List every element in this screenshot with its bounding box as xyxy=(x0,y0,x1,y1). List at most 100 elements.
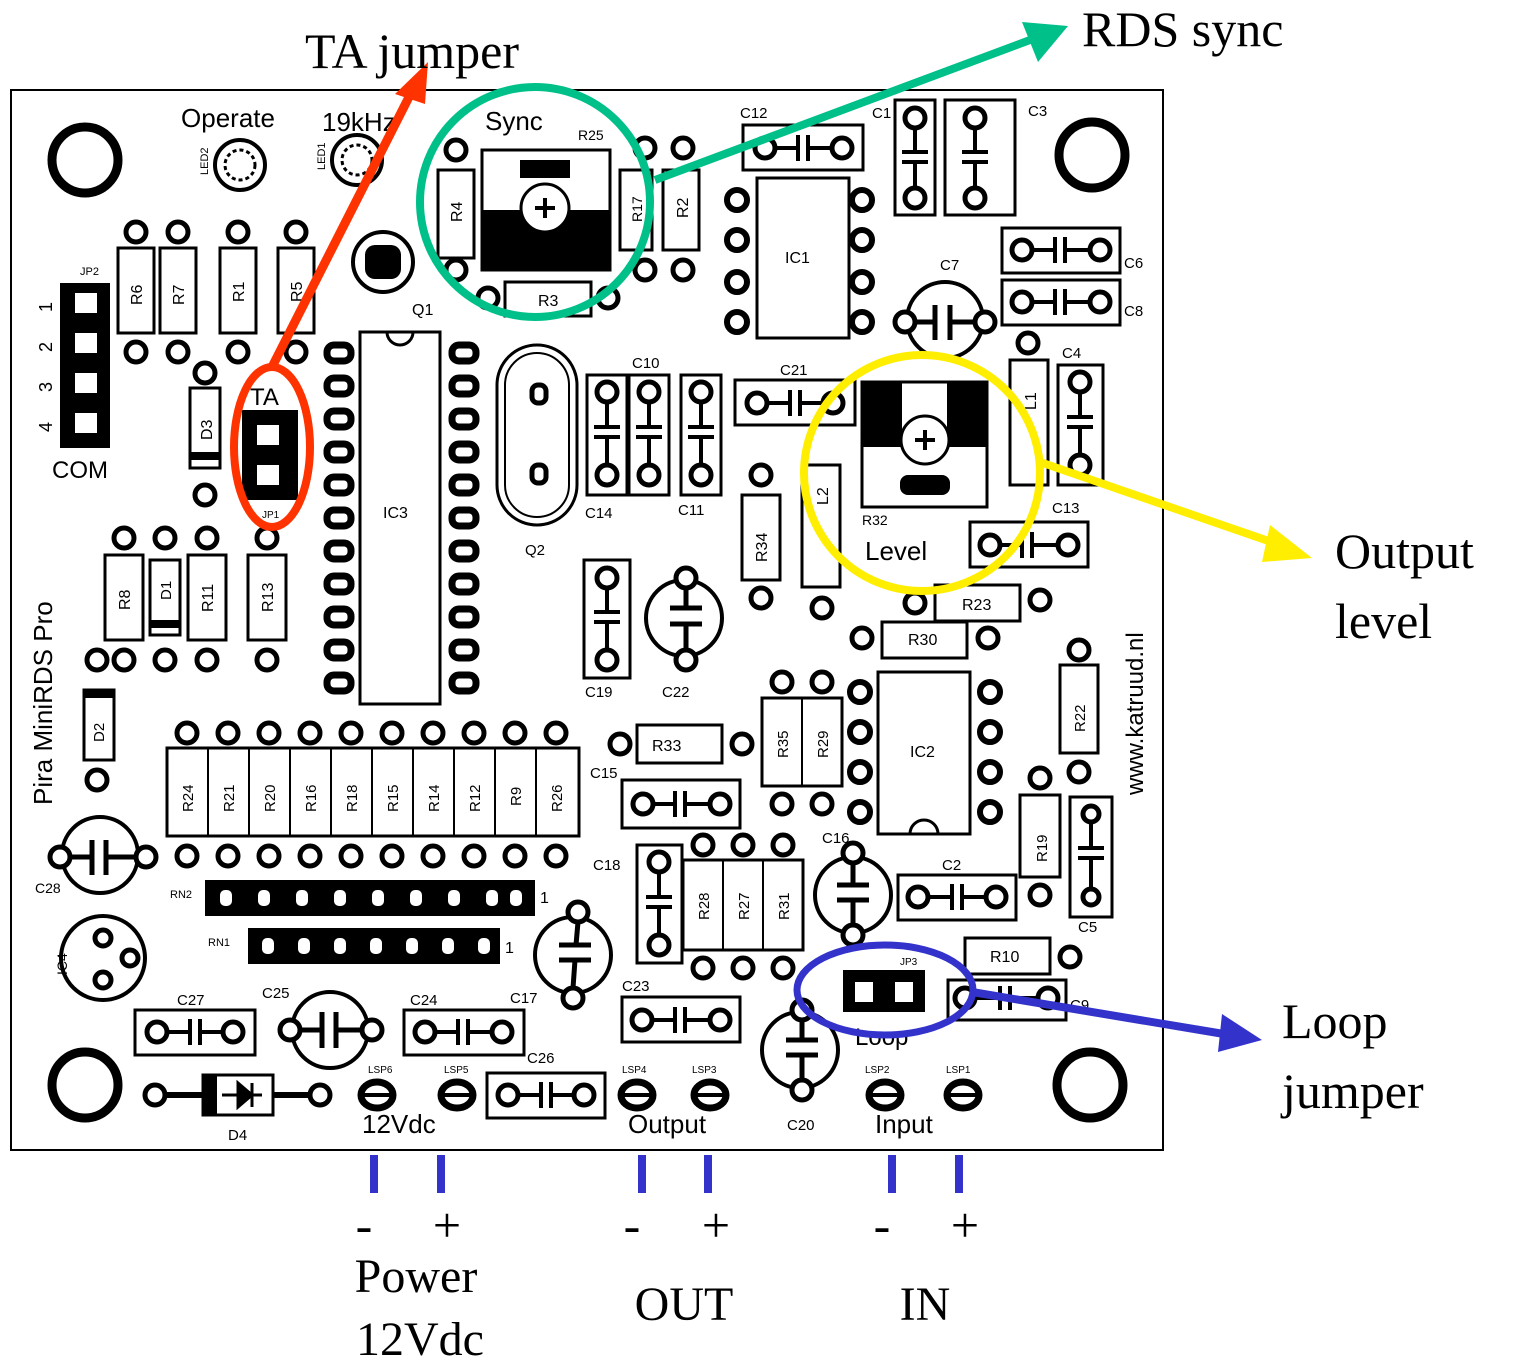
capacitor-c23: C23 xyxy=(620,978,742,1044)
capacitor-c22: C22 xyxy=(644,565,724,701)
svg-text:LSP5: LSP5 xyxy=(444,1065,469,1076)
power-plus-lead xyxy=(437,1155,445,1193)
svg-text:3: 3 xyxy=(36,382,56,392)
svg-text:R13: R13 xyxy=(260,583,277,612)
ta-arrow-line xyxy=(267,92,415,370)
svg-text:Q2: Q2 xyxy=(525,542,545,559)
svg-text:R3: R3 xyxy=(538,293,559,310)
lsp1-pad: LSP1 xyxy=(943,1065,983,1112)
capacitor-c10: C10 xyxy=(627,355,671,497)
svg-text:R24: R24 xyxy=(180,784,197,812)
capacitor-c19: C19 xyxy=(582,558,632,701)
capacitor-c26: C26 xyxy=(485,1050,607,1120)
resistor-r11: R11 xyxy=(186,525,228,673)
rds-sync-caption: RDS sync xyxy=(1082,1,1283,57)
com-label: COM xyxy=(52,457,108,484)
svg-text:D4: D4 xyxy=(228,1127,247,1144)
ic4: IC4 xyxy=(54,914,147,1002)
svg-text:R11: R11 xyxy=(200,584,217,612)
loop-jumper-caption-2: jumper xyxy=(1280,1063,1424,1119)
svg-text:2: 2 xyxy=(36,342,56,352)
ic2: IC2 xyxy=(847,670,1003,836)
power-caption-2: 12Vdc xyxy=(356,1313,484,1361)
resistor-r28-r27-r31: R28 R27 R31 xyxy=(681,832,805,981)
svg-text:C3: C3 xyxy=(1028,103,1047,120)
svg-text:C5: C5 xyxy=(1078,919,1097,936)
rds-arrow-line xyxy=(653,36,1032,184)
lsp-pads: LSP6 LSP5 LSP4 LSP3 LSP2 LSP1 xyxy=(357,1065,983,1112)
svg-text:R2: R2 xyxy=(675,197,692,218)
power-plus-sign: + xyxy=(433,1197,461,1253)
svg-text:C6: C6 xyxy=(1124,255,1143,272)
svg-text:R33: R33 xyxy=(652,738,681,755)
diode-d2: D2 xyxy=(82,647,116,793)
svg-text:C17: C17 xyxy=(510,990,538,1007)
mounting-hole xyxy=(47,122,123,198)
capacitor-c6: C6 xyxy=(1000,226,1143,275)
capacitor-c13: C13 xyxy=(968,500,1090,569)
resistor-network-rn2: RN2 1 xyxy=(170,880,549,916)
capacitor-c1: C1 xyxy=(872,98,937,217)
crystal-q2: Q2 xyxy=(495,343,579,559)
svg-text:R16: R16 xyxy=(303,784,320,812)
svg-text:C22: C22 xyxy=(662,684,690,701)
in-minus-lead xyxy=(888,1155,896,1193)
capacitor-c11: C11 xyxy=(678,373,723,519)
level-label: Level xyxy=(865,536,927,566)
ic3: IC3 xyxy=(323,330,480,706)
ta-label: TA xyxy=(250,384,279,411)
q1-label: Q1 xyxy=(412,302,433,319)
trimmer-r25 xyxy=(480,148,612,272)
r25-label: R25 xyxy=(578,127,604,143)
svg-text:C19: C19 xyxy=(585,684,613,701)
in-plus-sign: + xyxy=(951,1197,979,1253)
svg-text:R17: R17 xyxy=(629,196,645,222)
output-level-annotation: Output level xyxy=(800,351,1474,649)
mounting-holes xyxy=(47,117,1130,1123)
svg-text:R19: R19 xyxy=(1034,834,1051,862)
resistor-r34: R34 xyxy=(740,462,782,611)
svg-text:R28: R28 xyxy=(696,892,713,920)
svg-text:L2: L2 xyxy=(815,487,832,505)
svg-text:R22: R22 xyxy=(1072,704,1089,732)
capacitor-c17: C17 xyxy=(510,899,613,1011)
resistor-r4: R4 xyxy=(436,137,476,283)
svg-text:R4: R4 xyxy=(449,201,466,222)
power-12v-label: 12Vdc xyxy=(362,1109,436,1139)
mounting-hole xyxy=(1052,1047,1128,1123)
svg-text:C28: C28 xyxy=(35,880,61,896)
output-arrow-line xyxy=(1038,458,1282,549)
ic1: IC1 xyxy=(724,176,875,340)
svg-text:LSP1: LSP1 xyxy=(946,1065,971,1076)
resistor-r7: R7 xyxy=(158,219,198,365)
mounting-hole xyxy=(47,1047,123,1123)
svg-text:RN2: RN2 xyxy=(170,889,192,901)
transistor-q1: Q1 xyxy=(351,230,433,319)
capacitor-c25: C25 xyxy=(262,985,385,1070)
output-level-caption-1: Output xyxy=(1335,523,1474,579)
led1-label: LED1 xyxy=(316,142,328,170)
svg-text:JP3: JP3 xyxy=(900,957,918,968)
svg-text:IC4: IC4 xyxy=(54,953,70,975)
product-name: Pira MiniRDS Pro xyxy=(28,601,58,805)
svg-text:D3: D3 xyxy=(199,419,216,440)
svg-text:R27: R27 xyxy=(736,892,753,920)
svg-text:IC2: IC2 xyxy=(910,744,935,761)
rds-arrow-head xyxy=(1022,22,1068,62)
svg-text:C10: C10 xyxy=(632,355,660,372)
svg-text:C2: C2 xyxy=(942,857,961,874)
svg-text:R9: R9 xyxy=(508,787,525,806)
resistor-r23: R23 xyxy=(902,583,1053,623)
resistor-bank: R24 R21 R20 R16 R18 R15 R14 R12 R9 R26 xyxy=(165,720,581,869)
svg-text:C14: C14 xyxy=(585,505,613,522)
svg-text:C23: C23 xyxy=(622,978,650,995)
svg-text:R29: R29 xyxy=(815,730,832,758)
svg-text:C27: C27 xyxy=(177,992,205,1009)
svg-text:C16: C16 xyxy=(822,830,850,847)
power-caption-1: Power xyxy=(355,1250,478,1303)
out-plus-sign: + xyxy=(702,1197,730,1253)
svg-text:JP1: JP1 xyxy=(262,510,280,521)
terminal-leads xyxy=(370,1155,963,1193)
svg-text:C12: C12 xyxy=(740,105,768,122)
